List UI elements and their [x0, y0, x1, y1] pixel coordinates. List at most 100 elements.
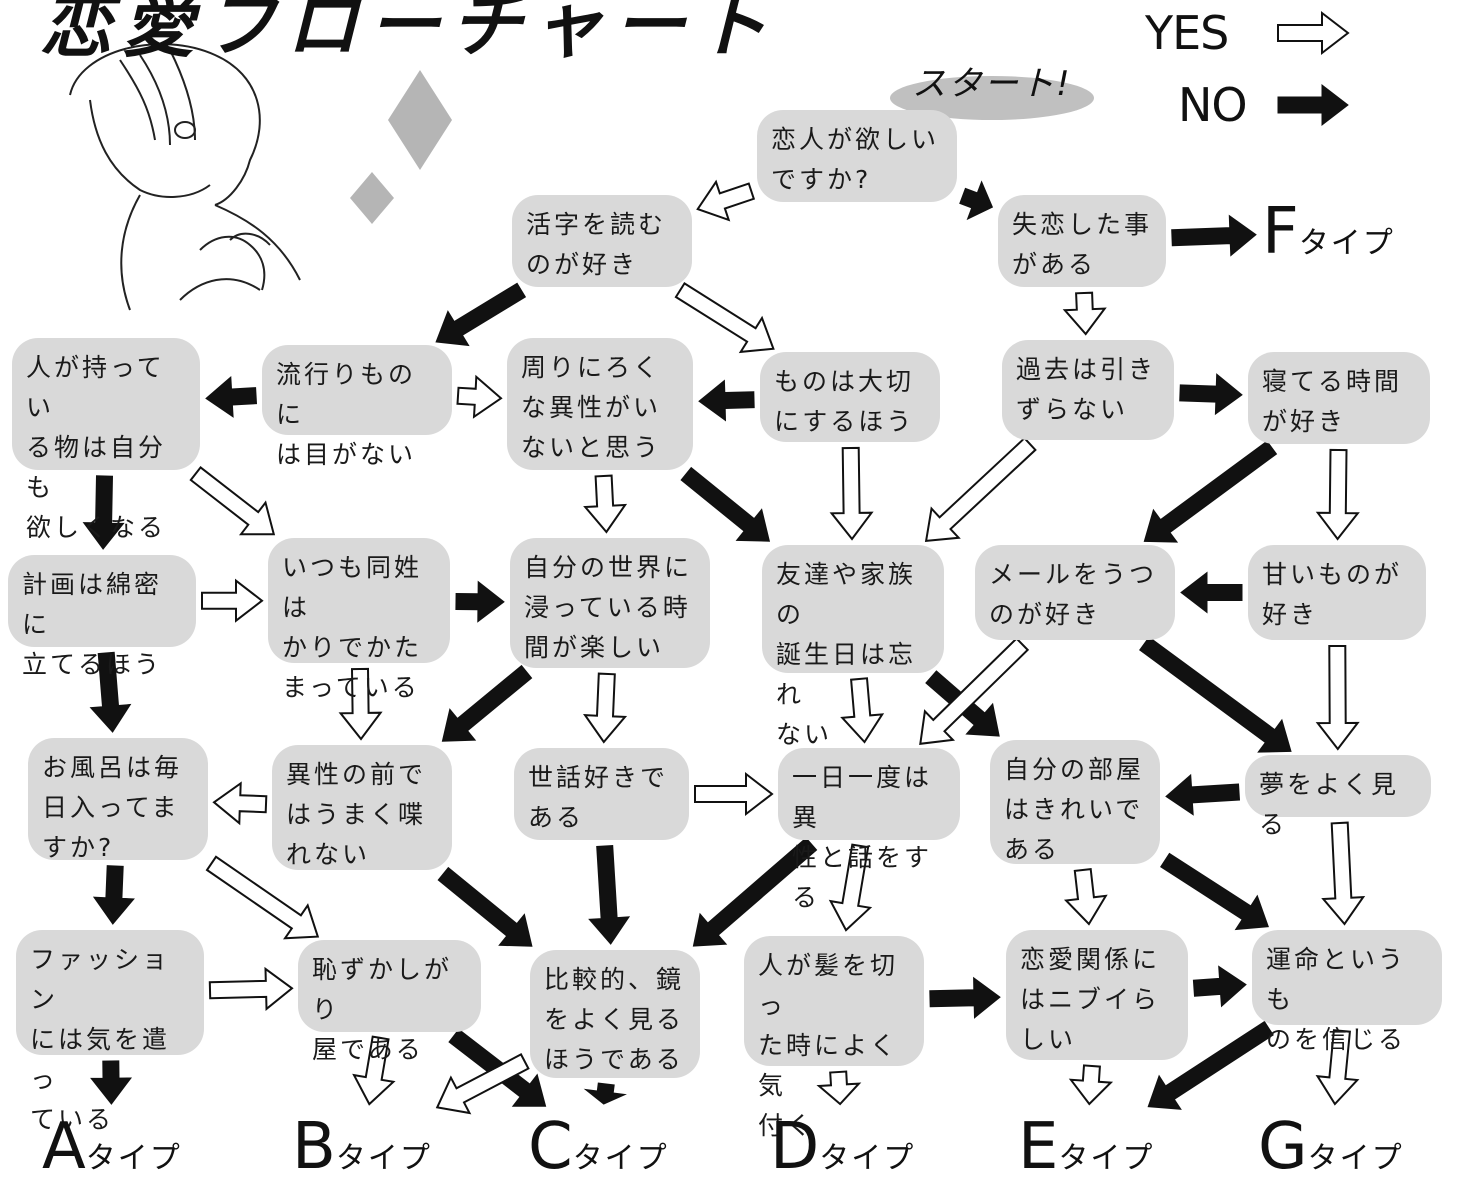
node-same-sex-group: いつも同姓は かりでかた まっている — [268, 538, 450, 702]
result-suffix: タイプ — [1298, 226, 1395, 261]
node-like-reading: 活字を読む のが好き — [512, 195, 692, 287]
yes-arrow — [583, 672, 628, 744]
result-letter: B — [292, 1110, 336, 1184]
no-arrow — [455, 580, 505, 623]
diamond-decoration — [388, 70, 452, 170]
no-arrow — [89, 651, 132, 733]
no-arrow — [205, 375, 258, 418]
start-ellipse — [890, 76, 1094, 120]
result-suffix: タイプ — [1058, 1141, 1155, 1176]
no-arrow — [588, 844, 631, 945]
node-shy: 恥ずかしがり 屋である — [298, 940, 481, 1064]
node-talk-daily: 一日一度は異 性と話をする — [778, 748, 960, 912]
no-arrow — [929, 976, 1001, 1019]
yes-arrow — [456, 374, 503, 419]
node-cant-talk-opposite-sex: 異性の前で はうまく喋 れない — [272, 745, 452, 870]
node-remember-birthdays: 友達や家族の 誕生日は忘れ ない — [762, 545, 944, 749]
no-arrow — [959, 180, 994, 221]
result-suffix: タイプ — [335, 1141, 432, 1176]
person-illustration — [69, 43, 301, 311]
node-notice-haircut: 人が髪を切っ た時によく気 付く — [744, 936, 924, 1140]
yes-arrow — [919, 637, 1030, 745]
no-arrow — [82, 475, 125, 550]
no-arrow — [1147, 1020, 1274, 1110]
result-suffix: タイプ — [572, 1141, 669, 1176]
no-arrow — [680, 466, 771, 542]
result-type-f: Fタイプ — [1262, 195, 1395, 269]
no-arrow — [435, 282, 527, 347]
result-type-g: Gタイプ — [1258, 1110, 1404, 1184]
yes-arrow — [201, 578, 264, 623]
yes-arrow — [1063, 867, 1108, 926]
chart-title: 恋愛フローチャート — [40, 0, 778, 67]
result-type-d: Dタイプ — [770, 1110, 915, 1184]
result-suffix: タイプ — [85, 1141, 182, 1176]
no-arrow — [92, 865, 135, 925]
yes-arrow — [829, 446, 874, 541]
no-arrow — [1165, 773, 1241, 816]
node-care-about-fashion: ファッション には気を遣っ ている — [16, 930, 204, 1134]
yes-arrow — [816, 1070, 862, 1106]
yes-arrow — [189, 465, 276, 536]
no-arrow — [698, 379, 755, 422]
yes-arrow — [212, 781, 268, 826]
node-dense-in-love: 恋愛関係に はニブイら しい — [1006, 930, 1188, 1060]
no-arrow — [1179, 373, 1243, 416]
node-no-good-partners: 周りにろく な異性がい ないと思う — [507, 338, 693, 470]
node-heartbreak: 失恋した事 がある — [998, 195, 1166, 287]
yes-arrow — [435, 1053, 530, 1115]
yes-arrow — [1315, 1029, 1360, 1106]
node-want-others-things: 人が持ってい る物は自分も 欲しくなる — [12, 338, 200, 542]
yes-arrow — [1315, 645, 1360, 751]
yes-arrow — [1321, 821, 1366, 926]
no-arrow — [1143, 440, 1278, 543]
node-look-in-mirror: 比較的、鏡 をよく見る ほうである — [530, 950, 700, 1078]
start-label: スタート! — [912, 64, 1072, 104]
result-suffix: タイプ — [819, 1141, 916, 1176]
node-like-email: メールをうつ のが好き — [975, 545, 1175, 640]
yes-arrow — [338, 667, 383, 741]
no-arrow — [583, 1082, 627, 1105]
yes-arrow — [583, 474, 628, 534]
result-letter: D — [770, 1110, 820, 1184]
yes-arrow — [1062, 291, 1107, 336]
yes-arrow — [352, 1035, 396, 1106]
no-arrow — [437, 866, 533, 947]
node-want-lover: 恋人が欲しい ですか? — [757, 110, 957, 202]
node-like-sleeping: 寝てる時間 が好き — [1248, 352, 1430, 444]
result-letter: A — [42, 1110, 86, 1184]
yes-arrow — [674, 282, 775, 354]
node-dreams-often: 夢をよく見る — [1245, 755, 1431, 839]
node-love-trends: 流行りものに は目がない — [262, 345, 452, 469]
no-arrow — [1180, 571, 1243, 614]
node-own-world: 自分の世界に 浸っている時 間が楽しい — [510, 538, 710, 668]
no-arrow — [692, 837, 818, 947]
yes-arrow — [205, 855, 320, 940]
no-arrow — [1139, 636, 1292, 753]
yes-arrow — [696, 179, 756, 222]
node-caring: 世話好きで ある — [514, 748, 689, 840]
no-arrow — [1171, 214, 1257, 257]
no-arrow — [1192, 965, 1247, 1008]
legend-no-label: NO — [1178, 78, 1248, 132]
diamond-decoration — [350, 172, 394, 224]
legend-yes-arrow — [1277, 10, 1350, 56]
yes-arrow — [828, 843, 873, 932]
result-letter: G — [1258, 1110, 1308, 1184]
result-type-e: Eタイプ — [1018, 1110, 1154, 1184]
legend-yes-label: YES — [1145, 6, 1229, 60]
no-arrow — [90, 1060, 133, 1105]
result-letter: E — [1018, 1110, 1059, 1184]
result-type-c: Cタイプ — [528, 1110, 669, 1184]
legend-no-arrow — [1277, 83, 1349, 127]
node-cherish-things: ものは大切 にするほう — [760, 352, 940, 442]
result-suffix: タイプ — [1307, 1141, 1404, 1176]
no-arrow — [441, 664, 533, 742]
yes-arrow — [840, 677, 885, 744]
yes-arrow — [1068, 1064, 1114, 1106]
yes-arrow — [924, 436, 1037, 543]
result-letter: C — [528, 1110, 573, 1184]
yes-arrow — [694, 771, 774, 817]
result-letter: F — [1262, 195, 1299, 269]
